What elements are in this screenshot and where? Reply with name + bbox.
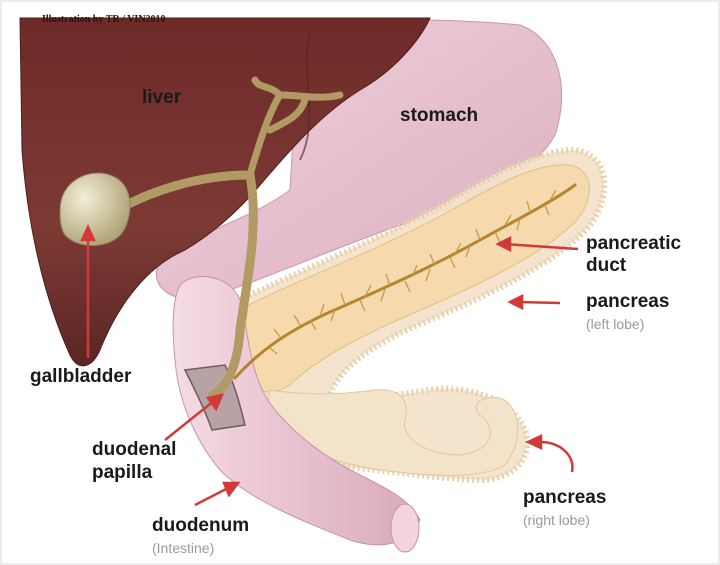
label-pancreas-right-sub: (right lobe) <box>523 512 590 528</box>
label-stomach: stomach <box>400 106 478 126</box>
gallbladder-shape <box>60 173 130 245</box>
label-pancreas-left: pancreas <box>586 292 669 312</box>
label-duodenal-papilla-line2: papilla <box>92 463 152 483</box>
label-duodenal-papilla-line1: duodenal <box>92 440 176 460</box>
label-pancreatic-duct-line1: pancreatic <box>586 234 681 254</box>
label-duodenum-sub: (Intestine) <box>152 540 214 556</box>
label-duodenum: duodenum <box>152 516 249 536</box>
duodenum-end <box>391 504 419 552</box>
arrow-duodenum <box>195 487 230 505</box>
arrow-pancreas-right <box>540 442 572 472</box>
arrow-pancreas-left <box>518 302 560 303</box>
label-gallbladder: gallbladder <box>30 367 131 387</box>
label-pancreas-right: pancreas <box>523 488 606 508</box>
label-liver: liver <box>142 88 181 108</box>
label-pancreatic-duct-line2: duct <box>586 256 626 276</box>
illustration-credit: Illustration by TR / VIN2010 <box>42 14 166 25</box>
label-pancreas-left-sub: (left lobe) <box>586 316 644 332</box>
